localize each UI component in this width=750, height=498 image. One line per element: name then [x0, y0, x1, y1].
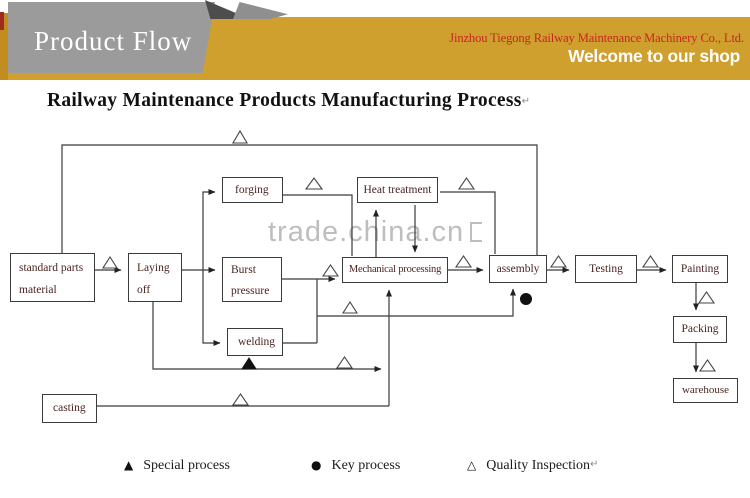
heat-to-assembly-line	[440, 191, 496, 254]
watermark-text: trade.china.cn	[268, 216, 465, 248]
welcome-banner: Welcome to our shop	[568, 46, 740, 66]
page-title: Railway Maintenance Products Manufacturi…	[47, 90, 530, 112]
branch-to-welding-arrow	[202, 270, 221, 346]
flow-box-packing: Packing	[673, 316, 727, 343]
company-name: Jinzhou Tiegong Railway Maintenance Mach…	[449, 31, 744, 45]
ribbon-title: Product Flow	[34, 26, 193, 56]
welding-to-assembly-arrow	[317, 288, 516, 317]
legend-quality-inspection: △ Quality Inspection↵	[467, 458, 598, 474]
bypass-line	[61, 144, 538, 255]
quality-inspection-triangle-3	[549, 255, 568, 268]
branch-to-forging-arrow	[202, 189, 216, 270]
key-process-dot	[520, 293, 532, 305]
flow-box-heat-treatment: Heat treatment	[357, 177, 438, 203]
quality-inspection-triangle-4	[641, 255, 660, 268]
flow-box-painting: Painting	[672, 255, 728, 283]
header-left-notch	[0, 12, 4, 30]
laying-bypass-arrow	[152, 302, 382, 372]
flow-box-warehouse: warehouse	[673, 378, 738, 403]
legend-return-mark: ↵	[590, 459, 599, 470]
quality-inspection-triangle-assembly-feed	[341, 300, 359, 314]
quality-inspection-triangle-7	[335, 356, 354, 369]
legend-special-process: ▲ Special process	[124, 458, 230, 474]
quality-inspection-triangle-toprail	[232, 129, 248, 144]
flow-box-assembly: assembly	[489, 255, 547, 283]
watermark-partial-glyph	[470, 222, 483, 242]
flow-box-casting: casting	[42, 394, 97, 423]
quality-inspection-triangle-8	[231, 393, 250, 406]
flow-box-forging: forging	[222, 177, 283, 203]
flow-box-burst-pressure: Burst pressure	[222, 257, 282, 302]
special-process-triangle	[241, 357, 257, 370]
quality-inspection-triangle-1	[101, 255, 119, 269]
legend-quality-inspection-label: Quality Inspection	[486, 458, 591, 473]
quality-inspection-triangle-2	[454, 255, 473, 268]
title-ribbon	[8, 2, 215, 73]
flow-box-welding: welding	[227, 328, 283, 356]
legend-key-process: ● Key process	[311, 458, 400, 474]
quality-inspection-triangle-5	[697, 291, 716, 304]
flow-box-standard-parts-material: standard parts material	[10, 253, 95, 302]
legend-key-process-label: Key process	[331, 458, 401, 473]
flow-box-laying-off: Laying off	[128, 253, 182, 302]
key-process-icon: ●	[311, 458, 322, 472]
header-left-stripe	[0, 13, 8, 80]
quality-inspection-icon: △	[467, 458, 477, 472]
forging-to-mechanical-line	[283, 194, 353, 256]
special-process-icon: ▲	[124, 458, 134, 472]
quality-inspection-triangle-forging	[304, 177, 324, 190]
quality-inspection-triangle-burst	[321, 264, 340, 277]
title-return-mark: ↵	[521, 96, 531, 107]
watermark: trade.china.cn	[268, 216, 483, 249]
flow-box-mechanical-processing: Mechanical processing	[342, 257, 448, 283]
quality-inspection-triangle-6	[698, 359, 717, 372]
legend-special-process-label: Special process	[143, 458, 230, 473]
page-title-text: Railway Maintenance Products Manufacturi…	[47, 90, 522, 111]
flow-box-testing: Testing	[575, 255, 637, 283]
quality-inspection-triangle-heat	[457, 177, 476, 190]
